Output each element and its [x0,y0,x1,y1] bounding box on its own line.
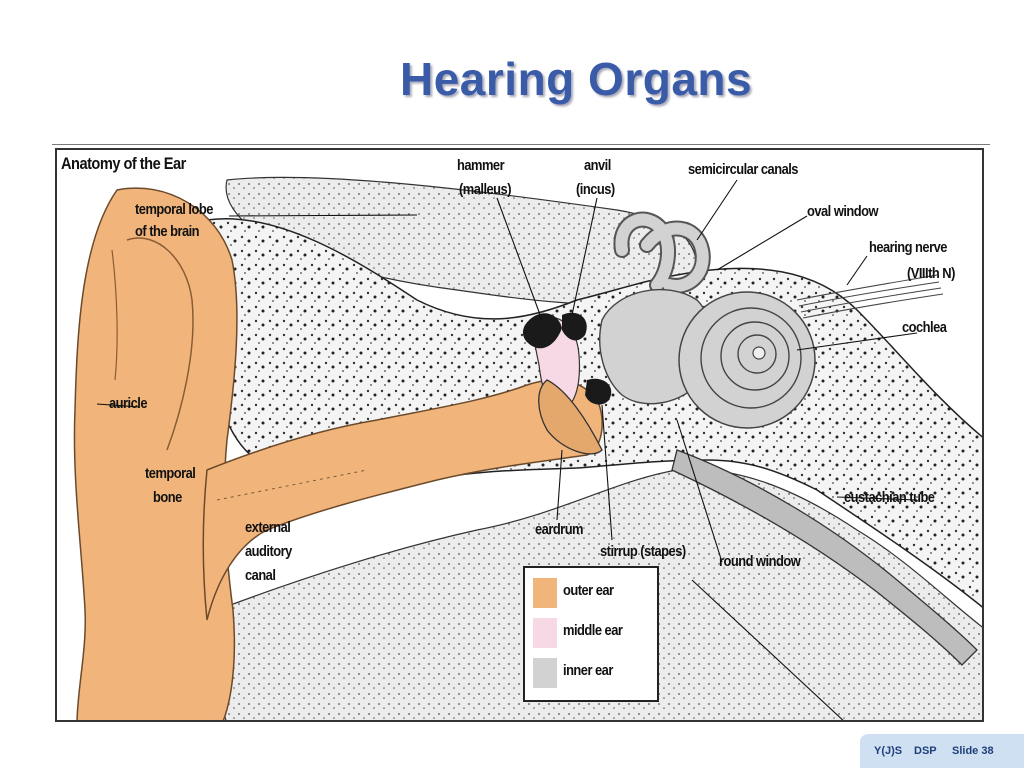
slide-footer: Y(J)S DSP Slide 38 [860,734,1024,768]
footer-author: Y(J)S [874,745,903,757]
auricle-shape [73,187,238,720]
hearing-nerve-fibres [796,274,944,319]
diagram-heading: Anatomy of the Ear [61,154,186,173]
label-eustachian-tube: eustachian tube [844,489,935,506]
legend-swatch-outer-ear [533,578,557,608]
legend-label-inner-ear: inner ear [563,662,613,679]
label-semicircular-canals: semicircular canals [688,161,798,178]
hammer-bone [522,313,562,349]
footer-slide-number: Slide 38 [952,745,994,757]
legend-item-inner-ear: inner ear [533,658,657,688]
label-malleus: (malleus) [459,181,512,198]
eustachian-tube-shape [671,449,978,666]
legend-item-middle-ear: middle ear [533,618,657,648]
label-hammer: hammer [457,157,505,174]
stirrup-bone [585,378,612,405]
label-temporal-lobe-2: of the brain [135,223,200,240]
label-auricle: auricle [109,395,148,412]
legend-label-outer-ear: outer ear [563,582,614,599]
leader-lines [96,179,918,720]
legend: outer ear middle ear inner ear [523,566,659,702]
label-stirrup: stirrup (stapes) [600,543,686,560]
label-cochlea: cochlea [902,319,947,336]
label-incus: (incus) [576,181,615,198]
anvil-bone [562,312,587,341]
ear-anatomy-diagram: Anatomy of the Ear temporal lobe of the … [55,148,984,722]
slide-title: Hearing Organs [400,53,753,105]
label-oval-window: oval window [807,203,879,220]
label-ext-canal-3: canal [245,567,276,584]
cochlea-shape [678,291,816,429]
legend-swatch-middle-ear [533,618,557,648]
label-ext-canal-1: external [245,519,291,536]
title-divider [52,144,990,145]
legend-item-outer-ear: outer ear [533,578,657,608]
label-round-window: round window [719,553,801,570]
legend-label-middle-ear: middle ear [563,622,623,639]
ear-canal-shape [202,379,603,621]
legend-swatch-inner-ear [533,658,557,688]
eardrum-shape [538,379,603,455]
footer-course: DSP [914,745,937,757]
label-temporal-bone-2: bone [153,489,182,506]
label-eardrum: eardrum [535,521,584,538]
label-temporal-bone-1: temporal [145,465,196,482]
label-anvil: anvil [584,157,611,174]
label-hearing-nerve: hearing nerve [869,239,947,256]
label-viiith-n: (VIIIth N) [907,265,955,282]
label-temporal-lobe-1: temporal lobe [135,201,213,218]
label-ext-canal-2: auditory [245,543,292,560]
